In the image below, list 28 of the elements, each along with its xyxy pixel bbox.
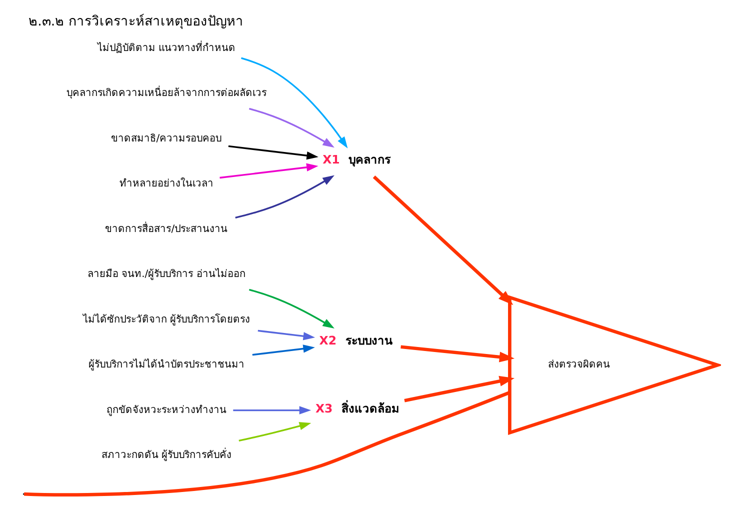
node-text: สภาวะกดดัน ผู้รับบริการคับคั่ง [101,450,232,462]
node-text: ไม่ปฏิบัติตาม แนวทางที่กำหนด [97,42,236,54]
arrow [235,175,334,219]
diagram-title: ๒.๓.๒ การวิเคราะห์สาเหตุของปัญหา [28,14,244,30]
arrow [220,163,318,179]
arrow [400,345,515,362]
arrow [248,288,334,329]
arrow [258,330,316,340]
node-text: ถูกขัดจังหวะระหว่างทำงาน [106,404,226,416]
node-text: ทำหลายอย่างในเวลา [119,178,214,190]
connector [24,391,510,496]
node-text: ไม่ได้ซักประวัติจาก ผู้รับบริการโดยตรง [82,314,250,326]
arrow [248,108,334,148]
node-text: X1 บุคลากร [322,152,391,167]
node-text: ลายมือ จนท./ผู้รับบริการ อ่านไม่ออก [87,269,246,280]
node-text: บุคลากรเกิดความเหนื่อยล้าจากการต่อผลัดเวร [66,88,266,100]
node-text: X3 สิ่งแวดล้อม [316,402,400,416]
arrow [241,57,348,148]
node-text: ขาดสมาธิ/ความรอบคอบ [111,133,222,144]
node-text: X2 ระบบงาน [319,334,392,348]
node-text: ขาดการสื่อสาร/ประสานงาน [105,224,228,235]
arrow [404,376,515,402]
arrow [238,422,312,442]
node-text: ผู้รับบริการไม่ได้นำบัตรประชาชนมา [88,360,244,371]
arrow [252,344,315,356]
arrow [228,145,318,160]
arrow [233,406,312,414]
arrow [372,176,514,306]
